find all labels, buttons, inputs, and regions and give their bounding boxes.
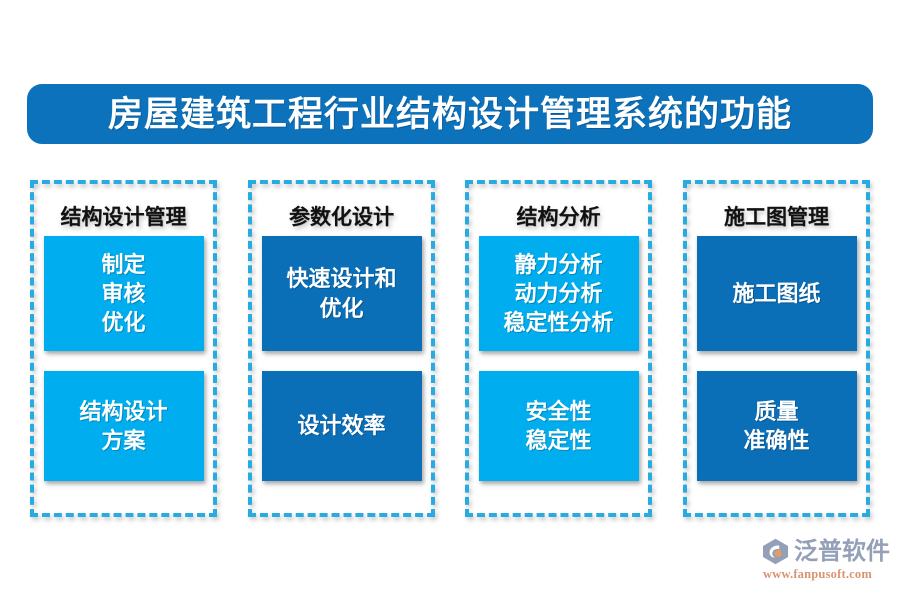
feature-card[interactable]: 静力分析 动力分析 稳定性分析 bbox=[478, 236, 639, 351]
card-line: 动力分析 bbox=[514, 280, 603, 306]
card-line: 设计效率 bbox=[297, 413, 386, 439]
page-title-banner: 房屋建筑工程行业结构设计管理系统的功能 bbox=[27, 84, 873, 144]
card-line: 快速设计和 bbox=[286, 266, 397, 292]
feature-card[interactable]: 质量 准确性 bbox=[696, 371, 857, 481]
column-header: 参数化设计 bbox=[289, 205, 394, 229]
card-line: 优化 bbox=[101, 310, 146, 336]
card-line: 优化 bbox=[319, 295, 364, 321]
card-line: 制定 bbox=[101, 251, 146, 277]
column-header: 结构设计管理 bbox=[60, 205, 187, 229]
card-line: 质量 bbox=[754, 398, 799, 424]
watermark-logo: 泛普软件 www.fanpusoft.com bbox=[762, 538, 894, 588]
feature-card[interactable]: 设计效率 bbox=[261, 371, 422, 481]
feature-column-parametric-design[interactable]: 参数化设计 快速设计和 优化 设计效率 bbox=[248, 180, 435, 517]
card-line: 审核 bbox=[101, 280, 146, 306]
watermark-url: www.fanpusoft.com bbox=[763, 567, 872, 581]
feature-column-structural-analysis[interactable]: 结构分析 静力分析 动力分析 稳定性分析 安全性 稳定性 bbox=[465, 180, 652, 517]
feature-column-structural-design-management[interactable]: 结构设计管理 制定 审核 优化 结构设计 方案 bbox=[30, 180, 217, 517]
feature-columns: 结构设计管理 制定 审核 优化 结构设计 方案 参数化设计 快速设计和 优化 设… bbox=[0, 180, 900, 520]
card-line: 结构设计 bbox=[79, 398, 168, 424]
card-line: 安全性 bbox=[525, 398, 592, 424]
column-header: 施工图管理 bbox=[724, 205, 829, 229]
card-line: 静力分析 bbox=[514, 251, 603, 277]
watermark-brand: 泛普软件 bbox=[794, 538, 890, 565]
feature-card[interactable]: 制定 审核 优化 bbox=[43, 236, 204, 351]
feature-column-construction-drawing-management[interactable]: 施工图管理 施工图纸 质量 准确性 bbox=[683, 180, 870, 517]
watermark-row: 泛普软件 bbox=[762, 538, 890, 565]
card-line: 准确性 bbox=[743, 428, 810, 453]
feature-card[interactable]: 结构设计 方案 bbox=[43, 371, 204, 481]
feature-card[interactable]: 施工图纸 bbox=[696, 236, 857, 351]
page-title: 房屋建筑工程行业结构设计管理系统的功能 bbox=[107, 94, 792, 134]
feature-card[interactable]: 快速设计和 优化 bbox=[261, 236, 422, 351]
card-line: 施工图纸 bbox=[732, 280, 821, 306]
card-line: 稳定性 bbox=[525, 428, 592, 453]
feature-card[interactable]: 安全性 稳定性 bbox=[478, 371, 639, 481]
card-line: 方案 bbox=[101, 428, 146, 453]
fanpu-logo-icon bbox=[762, 538, 789, 565]
card-line: 稳定性分析 bbox=[503, 310, 614, 336]
column-header: 结构分析 bbox=[516, 205, 601, 229]
